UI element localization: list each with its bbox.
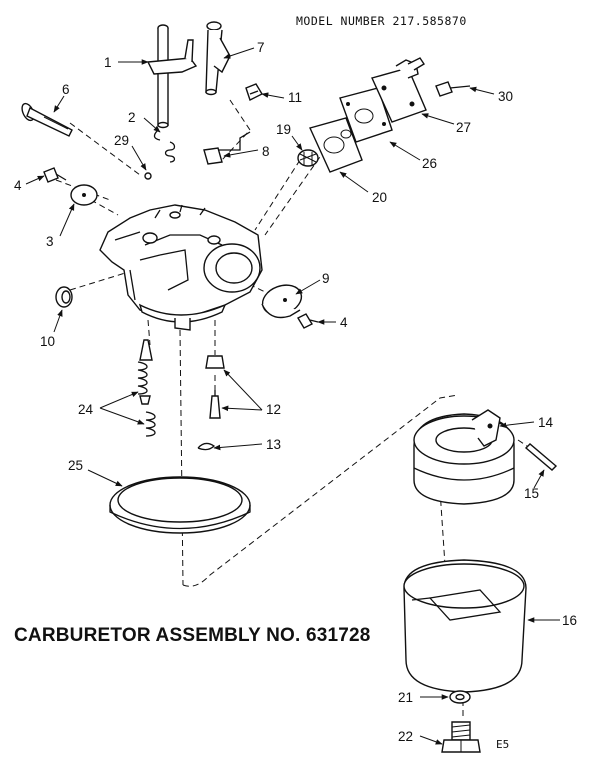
callout-6: 6 [62,82,70,97]
part-27-pump-cover [371,57,427,123]
callout-1: 1 [104,55,112,70]
callout-21: 21 [398,690,413,705]
callout-16: 16 [562,613,577,628]
callout-4-lower: 4 [340,315,348,330]
part-29-ball [144,172,152,180]
callout-26: 26 [422,156,437,171]
callout-10: 10 [40,334,55,349]
callout-leaders [25,47,560,745]
part-13-clip [197,442,216,451]
callout-19: 19 [276,122,291,137]
part-19-screen [297,149,319,167]
part-26-diaphragm [339,87,393,143]
part-2-spring [153,129,176,163]
part-10-plug [55,286,73,308]
part-30-screw [435,81,471,97]
callout-13: 13 [266,437,281,452]
part-6-choke-shaft [21,102,73,137]
callout-27: 27 [456,120,471,135]
callout-3: 3 [46,234,54,249]
part-3-choke-plate [70,184,98,206]
callout-8: 8 [262,144,270,159]
part-9-throttle-plate [261,284,303,319]
part-7-choke-lever [205,21,231,96]
callout-25: 25 [68,458,83,473]
callout-14: 14 [538,415,554,430]
callout-15: 15 [524,486,539,501]
callout-29: 29 [114,133,129,148]
part-12-needle-seat [205,355,225,419]
callout-2: 2 [128,110,136,125]
part-11-screw [245,83,263,101]
part-4-screw-upper [43,167,67,183]
callout-20: 20 [372,190,387,205]
part-21-washer [449,690,471,704]
part-4-screw-lower [297,313,319,329]
model-number: MODEL NUMBER 217.585870 [296,14,467,28]
callout-numbers: 1 7 6 2 11 8 29 4 3 10 9 4 19 20 26 27 3… [14,40,577,744]
callout-4-upper: 4 [14,178,22,193]
part-22-bowl-nut [441,721,481,753]
callout-22: 22 [398,729,413,744]
part-1-throttle-shaft [146,24,198,129]
callout-30: 30 [498,89,513,104]
part-25-gasket-ring [109,476,251,534]
part-20-gasket [309,117,363,173]
callout-12: 12 [266,402,281,417]
callout-11: 11 [288,90,302,105]
page-code: E5 [496,738,510,751]
callout-7: 7 [257,40,265,55]
part-24-needle-spring [137,339,156,437]
part-15-float-shaft [524,443,558,471]
part-8-throttle-stop [203,131,251,165]
assembly-title: CARBURETOR ASSEMBLY NO. 631728 [14,625,371,646]
part-16-float-bowl [403,559,527,693]
callout-24: 24 [78,402,94,417]
callout-9: 9 [322,271,330,286]
part-14-float [413,409,515,505]
carburetor-body [99,204,263,331]
